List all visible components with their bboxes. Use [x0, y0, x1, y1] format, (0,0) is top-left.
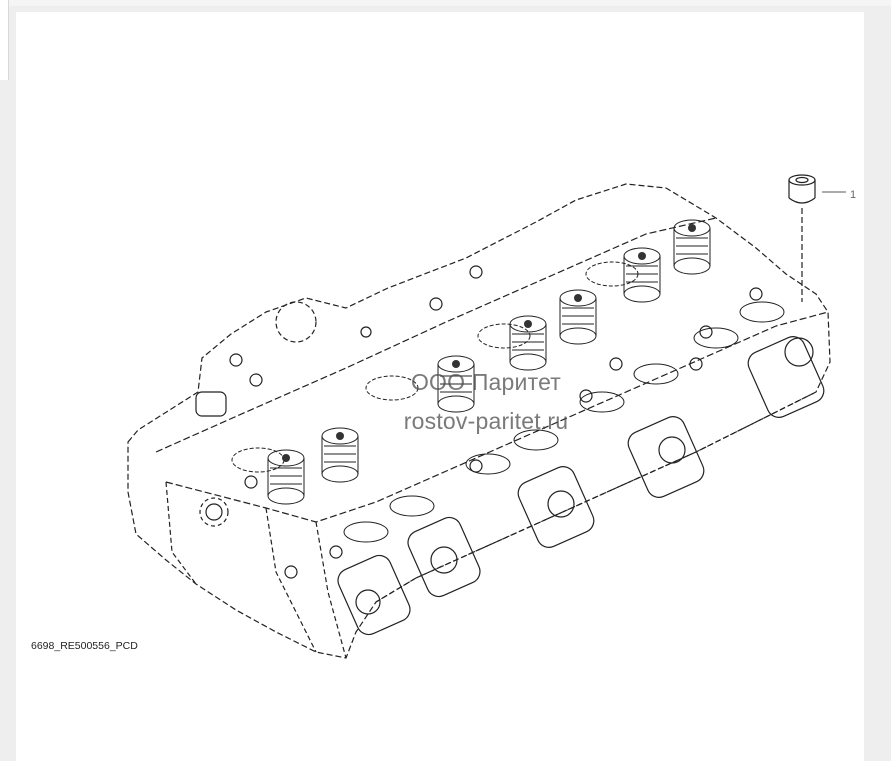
- cylinder-head-icon: [127, 174, 846, 659]
- figure-code: 6698_RE500556_PCD: [31, 640, 138, 652]
- callout-number-1: 1: [850, 189, 857, 201]
- left-panel-edge: [0, 0, 9, 80]
- cap-screw-icon: [788, 174, 846, 302]
- watermark-website: rostov-paritet.ru: [403, 408, 569, 434]
- diagram-sheet: 1 ООО Паритет rostov-paritet.ru 6698_RE5…: [16, 12, 864, 761]
- top-bar: [0, 0, 891, 6]
- watermark-company: ООО Паритет: [410, 369, 562, 395]
